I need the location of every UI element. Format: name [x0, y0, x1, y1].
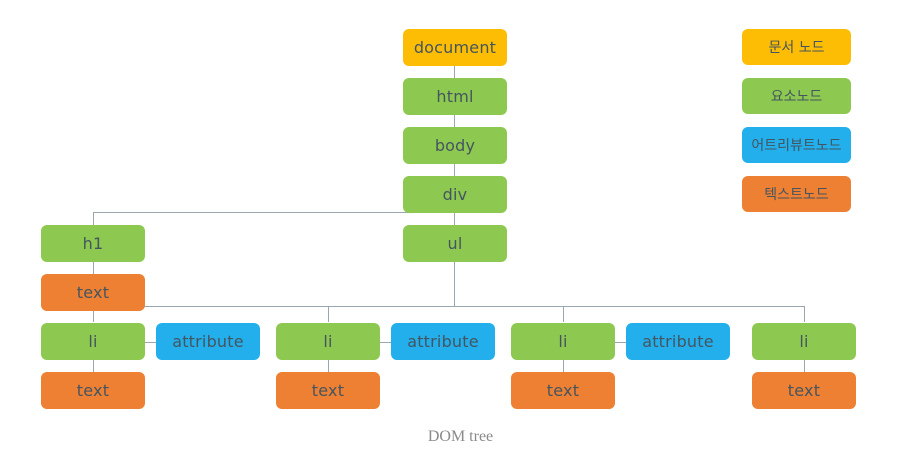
connector-h1-text	[93, 262, 94, 275]
legend-item-attribute-node: 어트리뷰트노드	[742, 127, 851, 163]
connector-bus-li-1	[93, 306, 94, 322]
connector-div-bus	[454, 213, 455, 226]
connector-bus-div-children	[93, 212, 455, 213]
legend-item-document-node: 문서 노드	[742, 29, 851, 65]
node-li-2[interactable]: li	[276, 323, 380, 360]
node-li-1-text[interactable]: text	[41, 372, 145, 409]
node-li-2-text[interactable]: text	[276, 372, 380, 409]
node-li-2-attribute[interactable]: attribute	[391, 323, 495, 360]
legend-item-element-node: 요소노드	[742, 78, 851, 114]
node-li-1-attribute[interactable]: attribute	[156, 323, 260, 360]
connector-li-2-attribute	[380, 342, 391, 343]
node-li-4-text[interactable]: text	[752, 372, 856, 409]
connector-body-div	[454, 164, 455, 177]
node-html[interactable]: html	[403, 78, 507, 115]
node-li-4[interactable]: li	[752, 323, 856, 360]
node-document[interactable]: document	[403, 29, 507, 66]
connector-html-body	[454, 115, 455, 128]
node-h1[interactable]: h1	[41, 225, 145, 262]
node-li-3[interactable]: li	[511, 323, 615, 360]
connector-li-1-attribute	[145, 342, 156, 343]
connector-bus-li-3	[563, 306, 564, 322]
node-li-3-text[interactable]: text	[511, 372, 615, 409]
connector-bus-li-4	[804, 306, 805, 322]
connector-li-1-text	[93, 360, 94, 373]
legend-item-text-node: 텍스트노드	[742, 176, 851, 212]
connector-li-4-text	[804, 360, 805, 373]
connector-bus-li-2	[328, 306, 329, 322]
node-li-3-attribute[interactable]: attribute	[626, 323, 730, 360]
node-div[interactable]: div	[403, 176, 507, 213]
connector-li-2-text	[328, 360, 329, 373]
diagram-caption: DOM tree	[427, 428, 494, 445]
connector-ul-bus	[454, 262, 455, 307]
connector-bus-ul-children	[93, 306, 804, 307]
connector-li-3-text	[563, 360, 564, 373]
connector-bus-h1	[93, 212, 94, 226]
node-body[interactable]: body	[403, 127, 507, 164]
node-ul[interactable]: ul	[403, 225, 507, 262]
connector-document-html	[454, 66, 455, 79]
connector-li-3-attribute	[615, 342, 626, 343]
node-h1-text[interactable]: text	[41, 274, 145, 311]
node-li-1[interactable]: li	[41, 323, 145, 360]
